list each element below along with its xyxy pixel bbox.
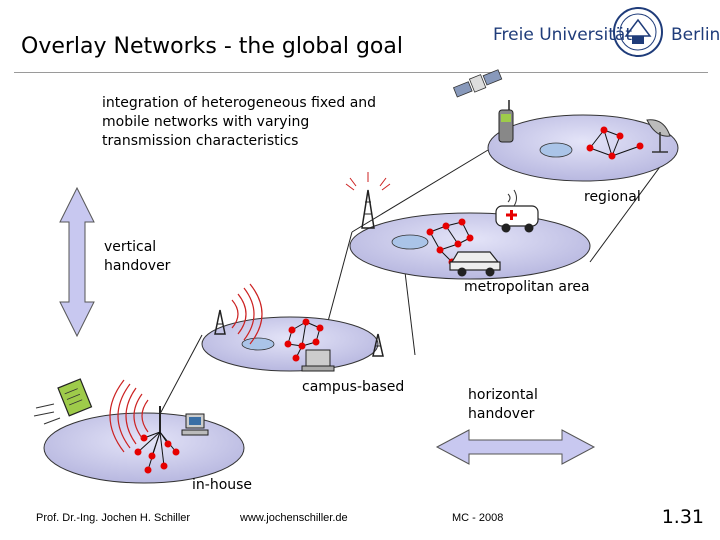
satellite-icon	[452, 69, 503, 98]
university-seal-icon	[613, 7, 663, 57]
layer-connector-lines	[159, 144, 677, 415]
description-line-2: mobile networks with varying	[102, 114, 310, 130]
campus-layer	[201, 283, 384, 372]
pda-hand-icon	[57, 378, 93, 417]
regional-cell	[539, 142, 573, 158]
campus-tower-left-waves	[231, 283, 263, 345]
laptop-icon	[301, 349, 335, 372]
ambulance-signal-waves	[507, 189, 517, 207]
horizontal-handover-arrow	[435, 429, 596, 465]
footer-course: MC - 2008	[452, 512, 504, 524]
inhouse-label: in-house	[192, 477, 253, 493]
tower-signal-waves	[345, 172, 391, 191]
inhouse-nodes	[134, 434, 180, 474]
slide-title: Overlay Networks - the global goal	[21, 34, 403, 59]
campus-nodes	[284, 318, 324, 362]
regional-disk	[487, 114, 679, 182]
campus-label: campus-based	[302, 379, 405, 395]
desktop-computer-icon	[181, 413, 209, 436]
description-text: integration of heterogeneous fixed and m…	[102, 94, 376, 151]
vertical-handover-line-2: handover	[104, 258, 171, 274]
horizontal-handover-line-2: handover	[468, 406, 535, 422]
footer-website: www.jochenschiller.de	[240, 512, 348, 524]
footer-author: Prof. Dr.-Ing. Jochen H. Schiller	[36, 512, 191, 524]
vertical-handover-line-1: vertical	[104, 239, 157, 255]
mobile-phone-icon	[498, 100, 514, 143]
university-name-right: Berlin	[671, 25, 720, 45]
metropolitan-cell	[391, 234, 429, 250]
vertical-handover-label: vertical handover	[104, 238, 170, 276]
inhouse-disk	[43, 412, 245, 484]
campus-tower-right-icon	[372, 333, 384, 357]
metropolitan-layer	[345, 172, 591, 280]
header-divider	[14, 72, 708, 73]
car-icon	[449, 251, 501, 277]
satellite-dish-icon	[646, 119, 671, 153]
radio-tower-icon	[361, 189, 375, 229]
inhouse-signal-waves	[109, 379, 149, 453]
ambulance-icon	[495, 205, 539, 233]
university-name-left: Freie Universität	[493, 25, 632, 45]
page-number: 1.31	[661, 506, 704, 528]
campus-cell	[241, 337, 275, 351]
vertical-handover-arrow	[59, 186, 95, 338]
metropolitan-label: metropolitan area	[464, 279, 590, 295]
horizontal-handover-line-1: horizontal	[468, 387, 538, 403]
regional-label: regional	[584, 189, 641, 205]
regional-nodes	[586, 126, 644, 160]
hand-outline-icon	[33, 403, 61, 425]
regional-layer	[452, 69, 679, 182]
inhouse-layer	[33, 378, 245, 484]
description-line-1: integration of heterogeneous fixed and	[102, 95, 377, 111]
description-line-3: transmission characteristics	[102, 133, 299, 149]
campus-tower-left-icon	[214, 309, 226, 335]
horizontal-handover-label: horizontal handover	[468, 386, 538, 424]
